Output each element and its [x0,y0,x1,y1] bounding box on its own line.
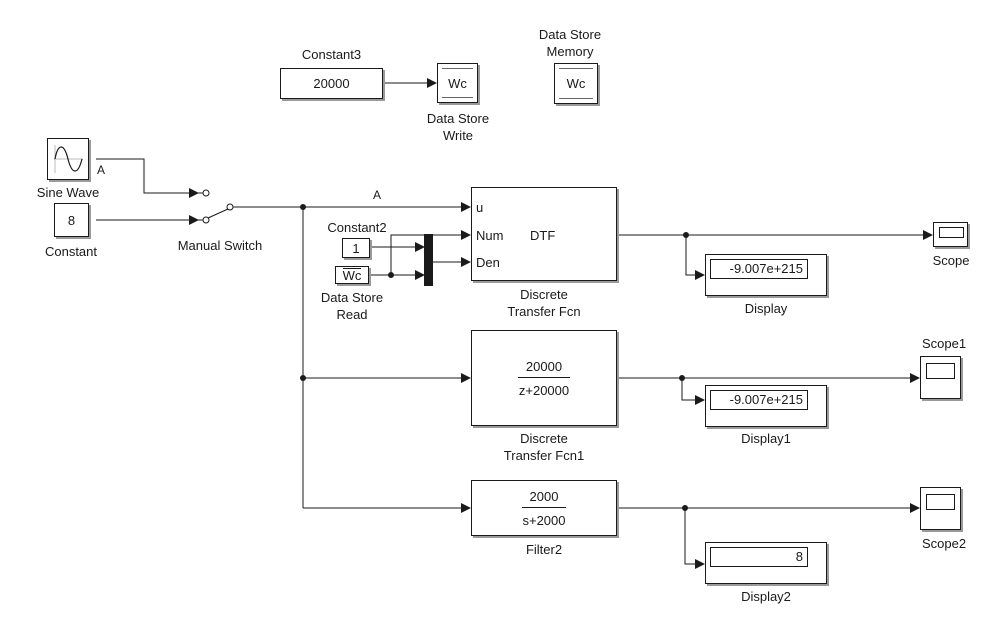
dtf1-fraction: 20000 z+20000 [517,359,571,398]
wire-dsr-to-num [390,230,471,275]
data-store-write-block[interactable]: Wc [437,63,478,103]
scope2-block[interactable] [920,487,961,530]
filter2-denominator: s+2000 [522,512,566,528]
data-store-memory-label: Data Store Memory [538,27,602,59]
filter2-label: Filter2 [525,542,563,557]
display-value: -9.007e+215 [710,259,808,279]
filter2-fraction: 2000 s+2000 [521,489,567,528]
wire-dtf1-to-display1 [681,378,705,405]
constant-block[interactable]: 8 [54,203,89,237]
data-store-read-block[interactable]: Wc [335,266,369,284]
display1-label: Display1 [741,431,791,446]
constant3-value: 20000 [313,76,350,91]
scope1-block[interactable] [920,356,961,399]
wire-dtf-to-display [685,235,705,280]
scope-block[interactable] [933,222,968,247]
dtf1-denominator: z+20000 [518,382,570,398]
scope2-label: Scope2 [921,536,967,551]
display2-block[interactable]: 8 [705,542,827,584]
scope1-label: Scope1 [921,336,967,351]
display2-value: 8 [710,547,808,567]
data-store-memory-block[interactable]: Wc [554,63,598,104]
switch-contacts [198,189,234,224]
data-store-write-variable: Wc [448,75,467,91]
discrete-transfer-fcn-block[interactable]: u Num Den DTF [471,187,617,281]
filter2-block[interactable]: 2000 s+2000 [471,480,617,536]
port-u: u [476,200,484,215]
junction-dot [300,375,306,381]
constant-label: Constant [44,244,98,259]
signal-label-a: A [373,188,382,202]
display1-value: -9.007e+215 [710,390,808,410]
scope-screen-icon [939,227,964,238]
junction-dot [682,505,688,511]
constant3-label: Constant3 [301,47,362,62]
constant3-block[interactable]: 20000 [280,68,383,99]
filter2-numerator: 2000 [521,489,567,508]
constant2-value: 1 [352,240,360,256]
sine-wave-icon [54,145,83,173]
manual-switch-label: Manual Switch [177,238,263,253]
junction-dot [300,204,306,210]
port-den: Den [476,255,500,270]
junction-dot [388,272,394,278]
wire-sine-to-switch [96,158,199,198]
dtf-label: DTF [530,228,556,243]
data-store-read-variable: Wc [342,267,362,283]
discrete-transfer-fcn1-label: Discrete Transfer Fcn1 [503,431,585,463]
sine-wave-block[interactable] [47,138,89,180]
discrete-transfer-fcn-label: Discrete Transfer Fcn [507,287,581,319]
scope-label: Scope [932,253,970,268]
constant-value: 8 [67,212,76,228]
display1-block[interactable]: -9.007e+215 [705,385,827,427]
mux-block [424,234,433,286]
discrete-transfer-fcn1-block[interactable]: 20000 z+20000 [471,330,617,426]
junction-dot [679,375,685,381]
display-block[interactable]: -9.007e+215 [705,254,827,296]
data-store-write-label: Data Store Write [426,111,490,143]
constant2-label: Constant2 [327,220,387,235]
sine-port-label: A [97,163,106,177]
data-store-memory-variable: Wc [566,76,586,91]
wire-filter2-to-display2 [684,508,705,569]
dtf1-numerator: 20000 [517,359,571,378]
constant2-block[interactable]: 1 [342,238,370,258]
junction-dot [683,232,689,238]
scope1-screen-icon [926,363,955,379]
display-label: Display [744,301,788,316]
manual-switch-block[interactable] [194,186,236,226]
display2-label: Display2 [741,589,791,604]
sine-wave-label: Sine Wave [36,185,100,200]
data-store-read-label: Data Store Read [320,290,384,322]
scope2-screen-icon [926,494,955,510]
port-num: Num [476,228,504,243]
